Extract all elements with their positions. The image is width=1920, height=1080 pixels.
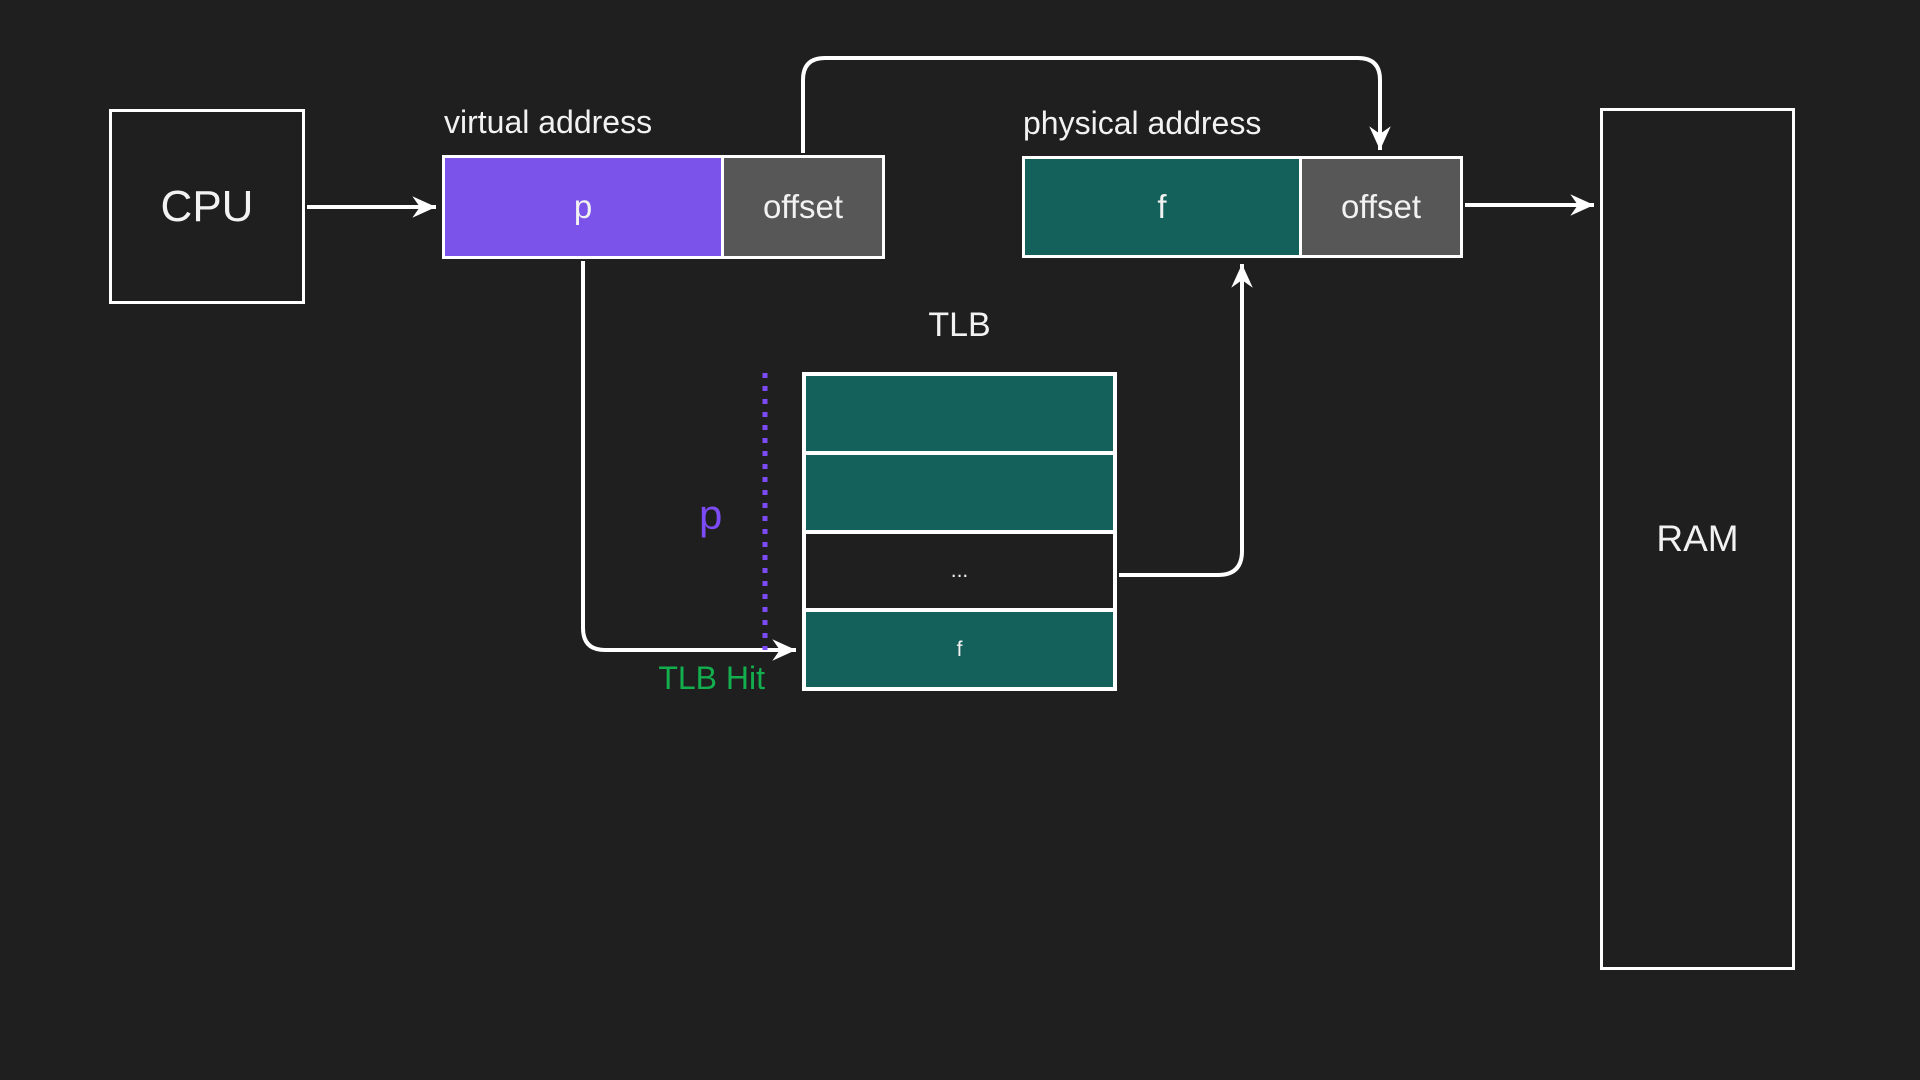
- physical-address-title: physical address: [1023, 105, 1262, 141]
- page-lookup-annotation: p: [699, 491, 723, 538]
- virtual-offset-segment: offset: [721, 158, 882, 256]
- cpu-box: CPU: [109, 109, 305, 304]
- arrow-page-to-tlb: [581, 261, 796, 661]
- physical-address-box: f offset: [1022, 156, 1463, 258]
- physical-frame-segment: f: [1025, 159, 1299, 255]
- physical-frame-label: f: [1157, 188, 1167, 225]
- tlb-title: TLB: [928, 306, 991, 344]
- arrow-tlb-to-frame: [1119, 264, 1253, 577]
- tlb-table: ... f: [802, 372, 1117, 691]
- cpu-label: CPU: [160, 181, 254, 231]
- virtual-address-box: p offset: [442, 155, 885, 259]
- virtual-address-title: virtual address: [444, 104, 653, 140]
- tlb-row-hit-frame: f: [806, 612, 1113, 687]
- physical-offset-segment: offset: [1299, 159, 1460, 255]
- tlb-hit-label: TLB Hit: [658, 660, 765, 696]
- virtual-page-label: p: [573, 188, 593, 225]
- physical-offset-label: offset: [1340, 188, 1422, 225]
- virtual-offset-label: offset: [762, 188, 844, 225]
- ram-box: RAM: [1600, 108, 1795, 970]
- tlb-row-label: ...: [950, 558, 969, 582]
- tlb-row: [806, 454, 1113, 530]
- tlb-row-ellipsis: ...: [806, 533, 1113, 609]
- tlb-row-label: f: [956, 637, 963, 661]
- ram-label: RAM: [1656, 518, 1739, 559]
- tlb-row: [806, 376, 1113, 451]
- virtual-page-segment: p: [445, 158, 721, 256]
